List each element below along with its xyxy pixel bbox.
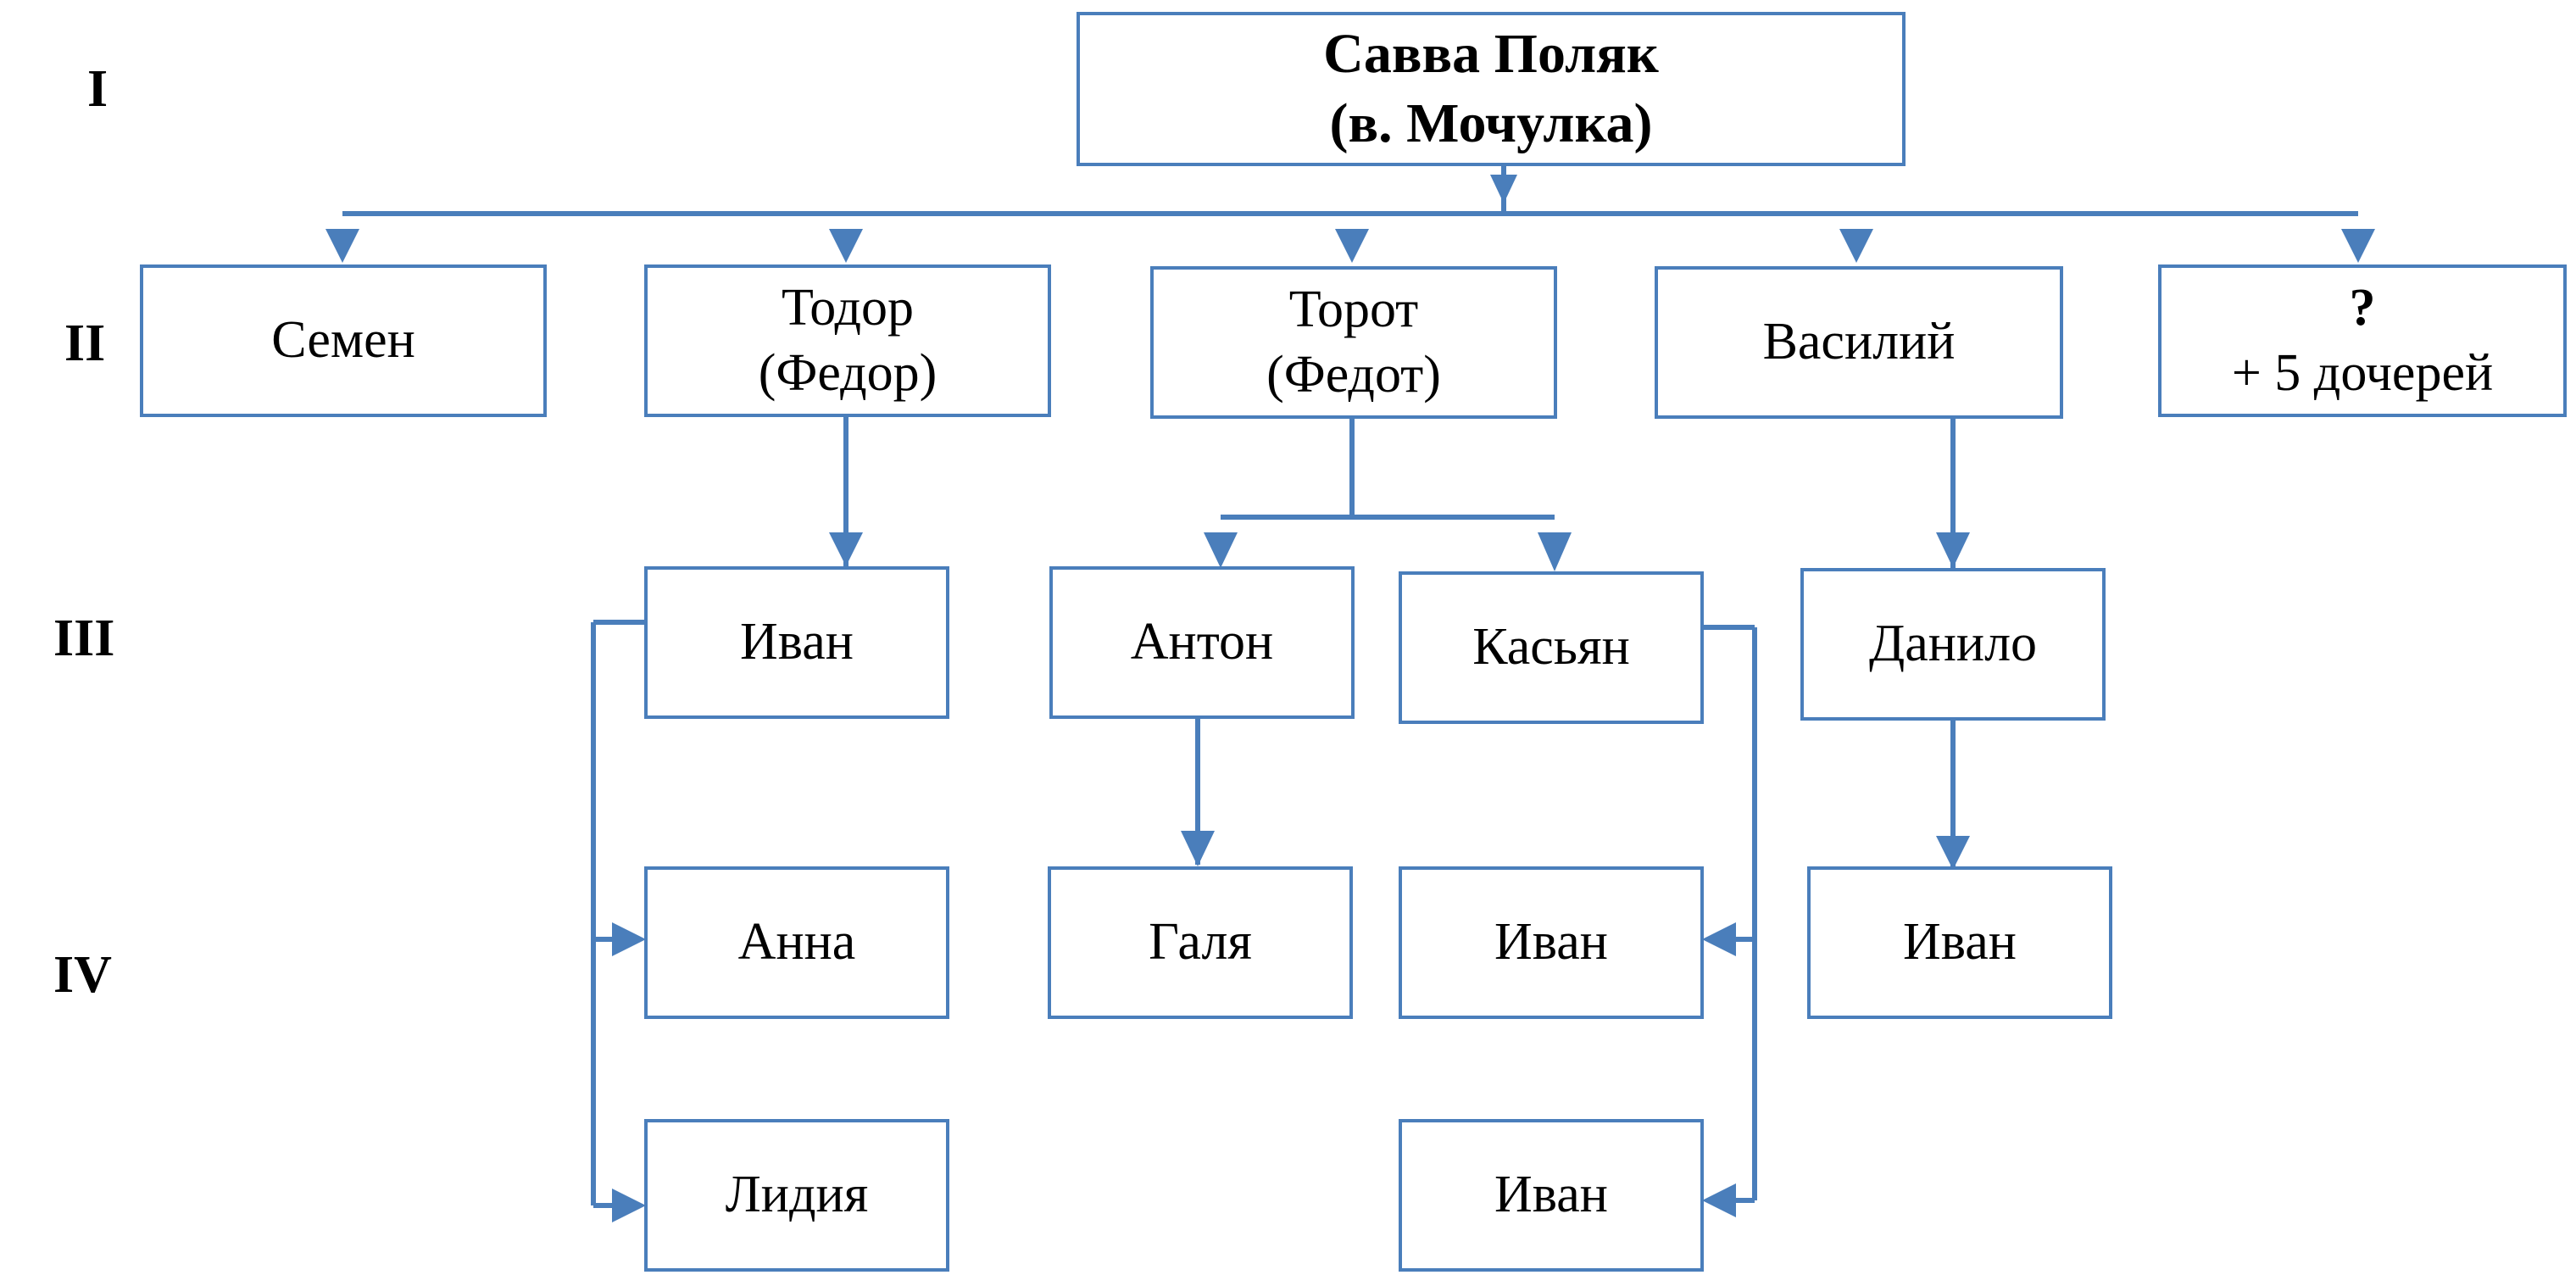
arrowhead xyxy=(1335,229,1369,263)
person-todor: Тодор (Федор) xyxy=(644,264,1051,417)
person-torot: Торот (Федот) xyxy=(1150,266,1557,419)
person-name: Тодор xyxy=(782,278,914,337)
person-name: Данило xyxy=(1868,615,2038,673)
person-name: Антон xyxy=(1130,613,1274,671)
arrowhead xyxy=(1839,229,1873,263)
person-name: Семен xyxy=(271,311,415,370)
person-anton: Антон xyxy=(1049,566,1355,719)
arrowhead xyxy=(612,1189,646,1222)
arrowhead xyxy=(829,532,863,566)
person-ivan-son-of-danilo: Иван xyxy=(1807,866,2112,1019)
generation-label-2: II xyxy=(64,315,106,372)
person-name: Торот xyxy=(1288,280,1419,338)
person-ivan-son-of-todor: Иван xyxy=(644,566,949,719)
daughters-note: + 5 дочерей xyxy=(2231,344,2494,402)
arrowhead xyxy=(1181,831,1215,866)
person-alt-name: (Федот) xyxy=(1266,346,1441,404)
person-unknown-with-daughters: ? + 5 дочерей xyxy=(2158,264,2567,417)
person-name: Иван xyxy=(1494,913,1608,972)
person-anna: Анна xyxy=(644,866,949,1019)
arrowhead xyxy=(2341,229,2375,263)
arrowhead xyxy=(1936,836,1970,870)
arrowhead xyxy=(1936,532,1970,568)
generation-label-3: III xyxy=(53,610,115,667)
person-name: Лидия xyxy=(725,1166,869,1224)
person-name: Касьян xyxy=(1472,618,1630,676)
person-name: Иван xyxy=(1494,1166,1608,1224)
person-name: Василий xyxy=(1762,313,1956,371)
person-kasyan: Касьян xyxy=(1399,571,1704,724)
arrowhead xyxy=(1490,175,1517,203)
person-alt-name: (Федор) xyxy=(758,344,937,402)
person-note: (в. Мочулка) xyxy=(1329,92,1653,154)
person-danilo: Данило xyxy=(1800,568,2106,721)
person-name: Иван xyxy=(1903,913,2017,972)
arrowhead xyxy=(1702,1183,1736,1217)
person-ivan-son-of-kasyan-1: Иван xyxy=(1399,866,1704,1019)
person-ivan-son-of-kasyan-2: Иван xyxy=(1399,1119,1704,1272)
person-vasily: Василий xyxy=(1655,266,2063,419)
arrowhead xyxy=(1204,532,1238,568)
person-name: Савва Поляк xyxy=(1323,22,1659,85)
person-semen: Семен xyxy=(140,264,547,417)
arrowhead xyxy=(829,229,863,263)
person-lidia: Лидия xyxy=(644,1119,949,1272)
generation-label-4: IV xyxy=(53,946,112,1004)
person-savva-polyak: Савва Поляк (в. Мочулка) xyxy=(1077,12,1906,166)
person-name: Иван xyxy=(740,613,854,671)
arrowhead xyxy=(1702,922,1736,956)
person-name: Галя xyxy=(1149,913,1252,972)
arrowhead xyxy=(612,922,646,956)
person-name: Анна xyxy=(737,913,856,972)
arrowhead xyxy=(1538,532,1572,571)
arrowhead xyxy=(325,229,359,263)
unknown-mark: ? xyxy=(2349,278,2376,337)
person-galya: Галя xyxy=(1048,866,1353,1019)
generation-label-1: I xyxy=(87,60,108,118)
